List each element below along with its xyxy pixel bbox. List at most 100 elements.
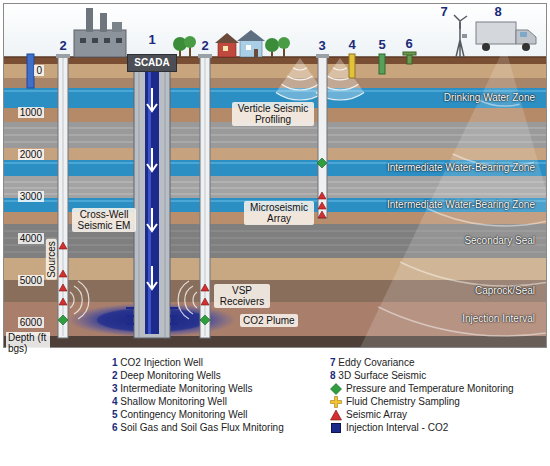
injection-well bbox=[139, 66, 165, 338]
seismic-array-marker bbox=[59, 298, 67, 305]
cross-section bbox=[4, 4, 546, 347]
injection-well bbox=[145, 66, 159, 334]
pressure-temperature-marker bbox=[317, 158, 327, 168]
shallow-wells bbox=[379, 54, 385, 74]
seismic-array-marker bbox=[201, 284, 209, 291]
callout-number: 3 bbox=[318, 39, 325, 53]
intermediate-monitoring-well bbox=[318, 56, 327, 218]
legend-item: 3 Intermediate Monitoring Wells bbox=[112, 382, 252, 395]
factory bbox=[86, 8, 93, 32]
eddy-covariance-tower bbox=[454, 15, 467, 29]
deep-monitoring-well bbox=[205, 58, 206, 336]
strata bbox=[4, 57, 546, 64]
seismic-array-marker bbox=[318, 202, 326, 209]
callout-number: 1 bbox=[148, 33, 155, 47]
trees bbox=[278, 37, 290, 49]
callout-number: 5 bbox=[378, 38, 385, 52]
legend-item: 1 CO2 Injection Well bbox=[112, 356, 203, 369]
strata bbox=[4, 64, 546, 78]
annotation: VSP Receivers bbox=[214, 284, 270, 308]
houses bbox=[246, 45, 251, 50]
houses bbox=[218, 42, 236, 57]
trees bbox=[189, 47, 191, 57]
deep-monitoring-well bbox=[56, 54, 70, 58]
shallow-wells bbox=[27, 54, 34, 88]
legend-text: Injection Interval - CO2 bbox=[346, 422, 448, 434]
deep-monitoring-well bbox=[63, 58, 64, 336]
legend-item: Seismic Array bbox=[330, 408, 407, 421]
legend-text: 6 Soil Gas and Soil Gas Flux Mnitoring bbox=[112, 422, 284, 434]
seismic-truck bbox=[482, 43, 490, 51]
callout-number: 4 bbox=[348, 38, 355, 52]
legend-text: Pressure and Temperature Monitoring bbox=[346, 383, 514, 395]
factory bbox=[74, 8, 126, 57]
pressure-temperature-marker bbox=[58, 315, 68, 325]
depth-value: 3000 bbox=[18, 191, 44, 202]
surface-seismic-wavefront bbox=[360, 46, 546, 347]
legend-item: Fluid Chemistry Sampling bbox=[330, 395, 460, 408]
annotation: Sources bbox=[46, 239, 57, 280]
legend-symbol bbox=[331, 383, 342, 394]
callout-number: 2 bbox=[59, 39, 66, 53]
factory bbox=[112, 22, 122, 32]
houses bbox=[223, 46, 228, 51]
seismic-truck bbox=[520, 32, 527, 37]
depth-value: 4000 bbox=[18, 233, 44, 244]
shallow-wells bbox=[349, 54, 355, 78]
layer-name: Caprock/Seal bbox=[475, 285, 535, 297]
callout-number: 2 bbox=[201, 39, 208, 53]
depth-value: 6000 bbox=[18, 317, 44, 328]
seismic-truck bbox=[476, 22, 536, 51]
legend-text: 8 3D Surface Seismic bbox=[330, 370, 426, 382]
crosswell-waves bbox=[178, 281, 197, 319]
legend-item: 6 Soil Gas and Soil Gas Flux Mnitoring bbox=[112, 421, 284, 434]
annotation: CO2 Plume bbox=[240, 314, 298, 327]
layer-name: Intermediate Water-Bearing Zone bbox=[387, 162, 535, 174]
seismic-truck bbox=[516, 30, 536, 44]
scada-box: SCADA bbox=[127, 54, 177, 72]
layer-name: Secondary Seal bbox=[464, 235, 535, 247]
layer-name: Intermediate Water-Bearing Zone bbox=[387, 199, 535, 211]
seismic-array-marker bbox=[318, 192, 326, 199]
trees bbox=[283, 48, 285, 57]
seismic-array-marker bbox=[59, 284, 67, 291]
callout-number: 7 bbox=[440, 5, 447, 19]
legend-symbol bbox=[331, 396, 342, 407]
legend-text: Fluid Chemistry Sampling bbox=[346, 396, 460, 408]
legend-item: 5 Contingency Monitoring Well bbox=[112, 408, 247, 421]
factory bbox=[80, 38, 122, 43]
legend-text: 1 CO2 Injection Well bbox=[112, 357, 203, 369]
seismic-array-marker bbox=[59, 192, 326, 305]
pressure-temperature-marker bbox=[58, 158, 327, 325]
annotation: Verticle Seismic Profiling bbox=[232, 102, 314, 126]
callout-number: 8 bbox=[494, 5, 501, 19]
trees bbox=[265, 38, 279, 52]
legend-symbol bbox=[330, 409, 342, 421]
injection-well bbox=[126, 66, 178, 338]
callout-number: 6 bbox=[405, 37, 412, 51]
seismic-array-marker bbox=[59, 270, 67, 277]
factory bbox=[74, 30, 126, 57]
box-label: SCADA bbox=[134, 57, 170, 69]
intermediate-monitoring-well bbox=[316, 54, 329, 58]
houses bbox=[215, 30, 265, 57]
eddy-covariance-tower bbox=[462, 34, 467, 38]
vsp-wavefront bbox=[276, 68, 324, 100]
layer-name: Drinking Water Zone bbox=[444, 92, 535, 104]
legend-text: Seismic Array bbox=[346, 409, 407, 421]
houses bbox=[240, 40, 262, 57]
legend-swatch bbox=[331, 423, 341, 433]
layer-name: Injection Interval bbox=[462, 313, 535, 325]
houses bbox=[215, 33, 239, 43]
legend-text: 7 Eddy Covariance bbox=[330, 357, 415, 369]
deep-monitoring-well bbox=[58, 56, 68, 338]
frame bbox=[4, 4, 547, 348]
sky bbox=[4, 4, 546, 57]
legend-item: Pressure and Temperature Monitoring bbox=[330, 382, 514, 395]
factory bbox=[100, 13, 107, 32]
legend-text: 3 Intermediate Monitoring Wells bbox=[112, 383, 252, 395]
depth-value: 5000 bbox=[18, 275, 44, 286]
injection-well bbox=[134, 66, 170, 338]
